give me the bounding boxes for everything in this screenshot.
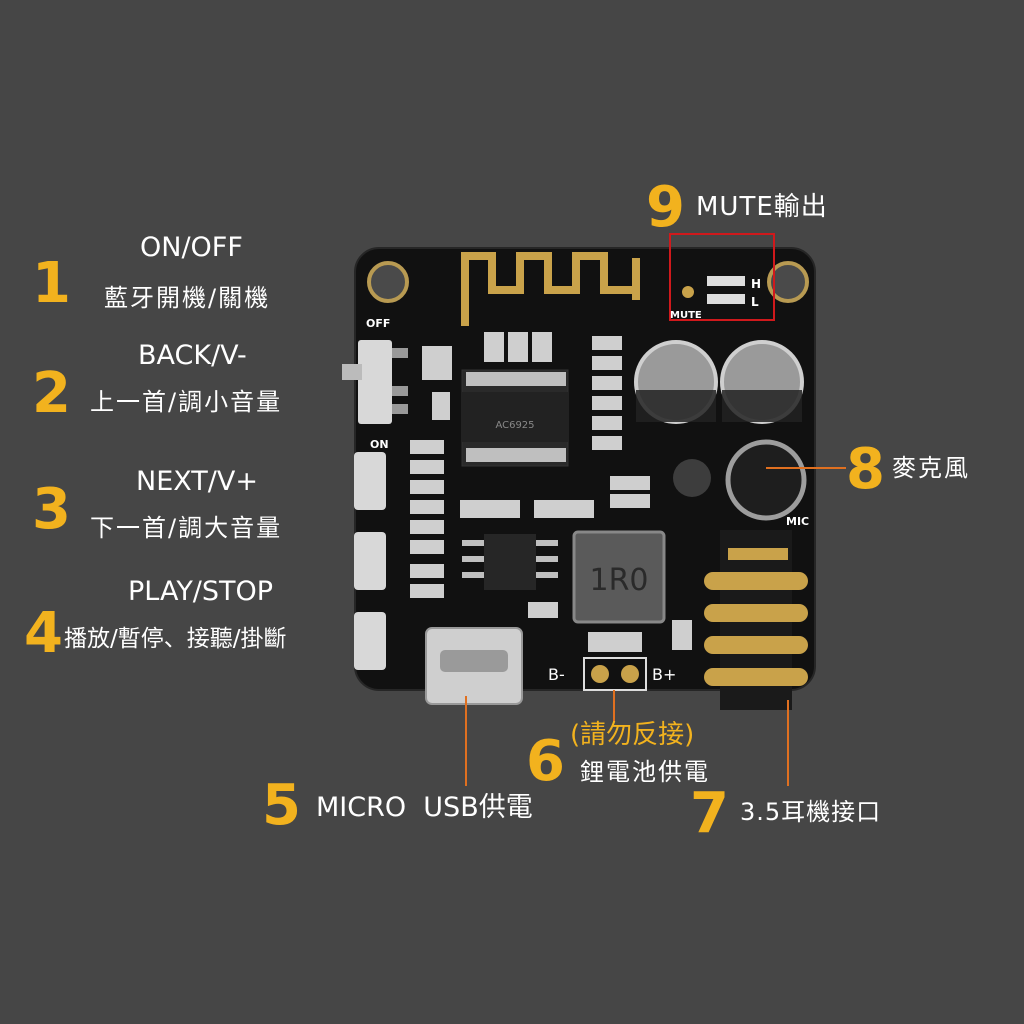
silk-off: OFF (366, 317, 390, 330)
label-2-chinese: 上一首/調小音量 (90, 388, 283, 416)
inductor-label: 1R0 (589, 563, 648, 598)
label-2-english: BACK/V- (138, 340, 247, 371)
silk-b-plus: B+ (652, 665, 676, 684)
label-4-number: 4 (24, 601, 63, 666)
battery-pads (583, 657, 647, 691)
label-9-number: 9 (646, 175, 685, 240)
silk-b-minus: B- (548, 665, 565, 684)
label-6-text: 鋰電池供電 (580, 758, 710, 786)
label-8-number: 8 (846, 437, 885, 502)
amp-ic-pins (462, 540, 558, 578)
label-8-text: 麥克風 (892, 454, 970, 482)
amp-ic (484, 534, 536, 590)
mounting-holes (367, 261, 809, 497)
label-7-text: 3.5耳機接口 (740, 798, 882, 826)
label-1-english: ON/OFF (140, 232, 243, 263)
label-6-warning: (請勿反接) (570, 720, 695, 750)
mute-jumper (707, 276, 745, 304)
main-ic: AC6925 (461, 369, 569, 467)
label-1-number: 1 (32, 251, 71, 316)
silk-mute: MUTE (670, 310, 702, 321)
capacitors (634, 340, 804, 424)
pcb-antenna (461, 252, 640, 326)
micro-usb-port (425, 627, 523, 705)
audio-jack (704, 530, 808, 710)
silk-on: ON (370, 438, 389, 451)
silk-mic: MIC (786, 515, 809, 528)
silk-h: H (751, 277, 761, 291)
label-3-chinese: 下一首/調大音量 (90, 514, 283, 542)
label-3-english: NEXT/V+ (136, 466, 258, 497)
smd-components (410, 332, 692, 652)
mute-highlight-box (669, 233, 775, 321)
power-slide-switch (342, 340, 408, 424)
label-3-number: 3 (32, 477, 71, 542)
svg-text:AC6925: AC6925 (495, 420, 534, 431)
label-4-english: PLAY/STOP (128, 576, 274, 607)
label-6-number: 6 (526, 729, 565, 794)
silk-l: L (751, 295, 759, 309)
label-4-chinese: 播放/暫停、接聽/掛斷 (64, 626, 287, 652)
microphone (725, 439, 807, 521)
label-7-number: 7 (690, 781, 729, 846)
label-5-text: MICRO USB供電 (316, 792, 533, 823)
label-5-number: 5 (262, 773, 301, 838)
side-buttons (354, 452, 386, 670)
label-1-chinese: 藍牙開機/關機 (104, 284, 271, 312)
callout-lines (465, 467, 846, 786)
inductor (572, 530, 666, 624)
label-2-number: 2 (32, 361, 71, 426)
label-9-text: MUTE輸出 (696, 192, 828, 222)
